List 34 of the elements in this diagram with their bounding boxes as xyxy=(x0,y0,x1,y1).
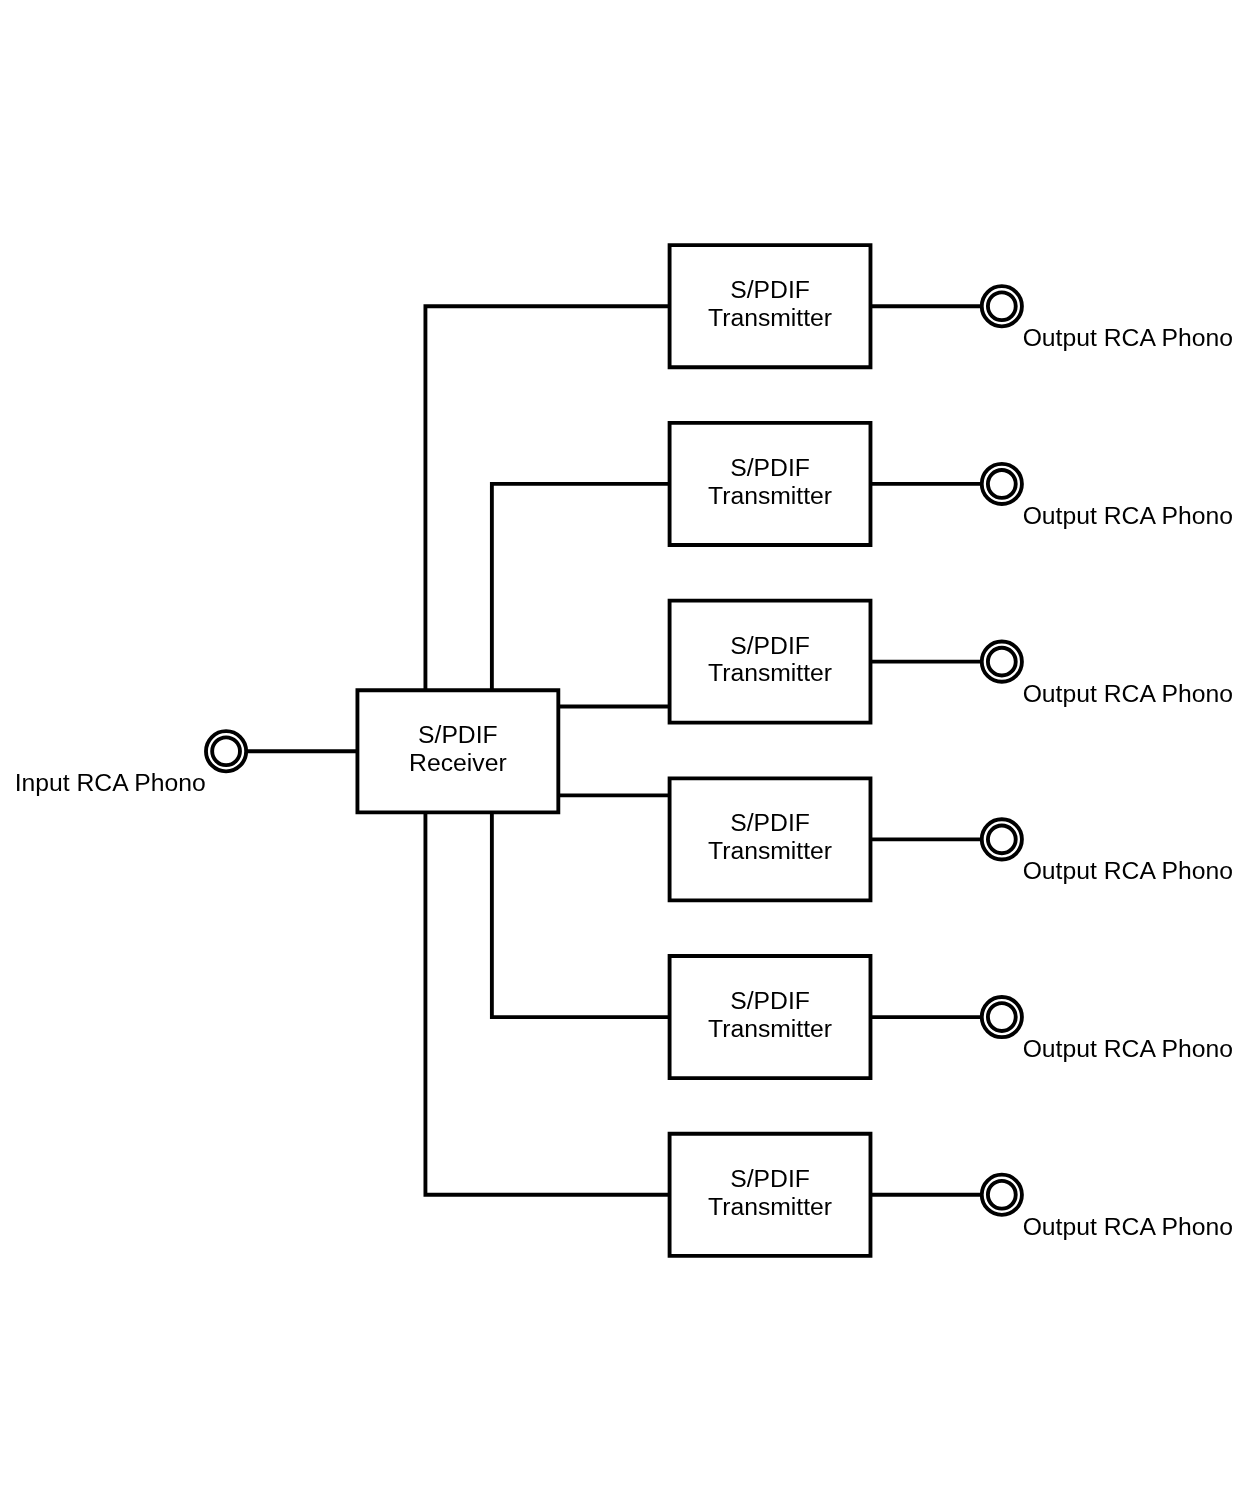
connector xyxy=(489,812,670,1019)
node-label: Output RCA Phono xyxy=(1022,679,1233,707)
connector xyxy=(871,659,982,664)
node-label: Output RCA Phono xyxy=(1022,1212,1233,1240)
node-label: Output RCA Phono xyxy=(1022,857,1233,885)
node-label: Input RCA Phono xyxy=(14,769,206,797)
connector xyxy=(489,482,670,690)
node-label: Output RCA Phono xyxy=(1022,501,1233,529)
node-label: Output RCA Phono xyxy=(1022,1034,1233,1062)
node-circle xyxy=(979,817,1024,862)
node-circle xyxy=(204,729,249,774)
node-box: S/PDIF Transmitter xyxy=(667,1131,873,1258)
node-box: S/PDIF Transmitter xyxy=(667,954,873,1081)
connector xyxy=(423,812,670,1197)
connector xyxy=(423,304,670,690)
node-circle xyxy=(979,461,1024,506)
connector xyxy=(558,793,670,798)
node-circle xyxy=(979,1172,1024,1217)
node-label: Output RCA Phono xyxy=(1022,324,1233,352)
connector xyxy=(871,482,982,486)
node-box: S/PDIF Transmitter xyxy=(667,598,873,725)
node-circle xyxy=(979,284,1024,329)
node-box: S/PDIF Transmitter xyxy=(667,243,873,370)
connector xyxy=(246,749,358,754)
connector xyxy=(871,1192,982,1197)
connector xyxy=(871,304,982,309)
connector xyxy=(871,837,982,842)
connector xyxy=(558,704,670,709)
node-box: S/PDIF Transmitter xyxy=(667,776,873,903)
connector xyxy=(871,1015,982,1019)
node-box: S/PDIF Transmitter xyxy=(667,420,873,547)
node-box: S/PDIF Receiver xyxy=(355,688,561,815)
node-circle xyxy=(979,639,1024,684)
node-circle xyxy=(979,995,1024,1040)
